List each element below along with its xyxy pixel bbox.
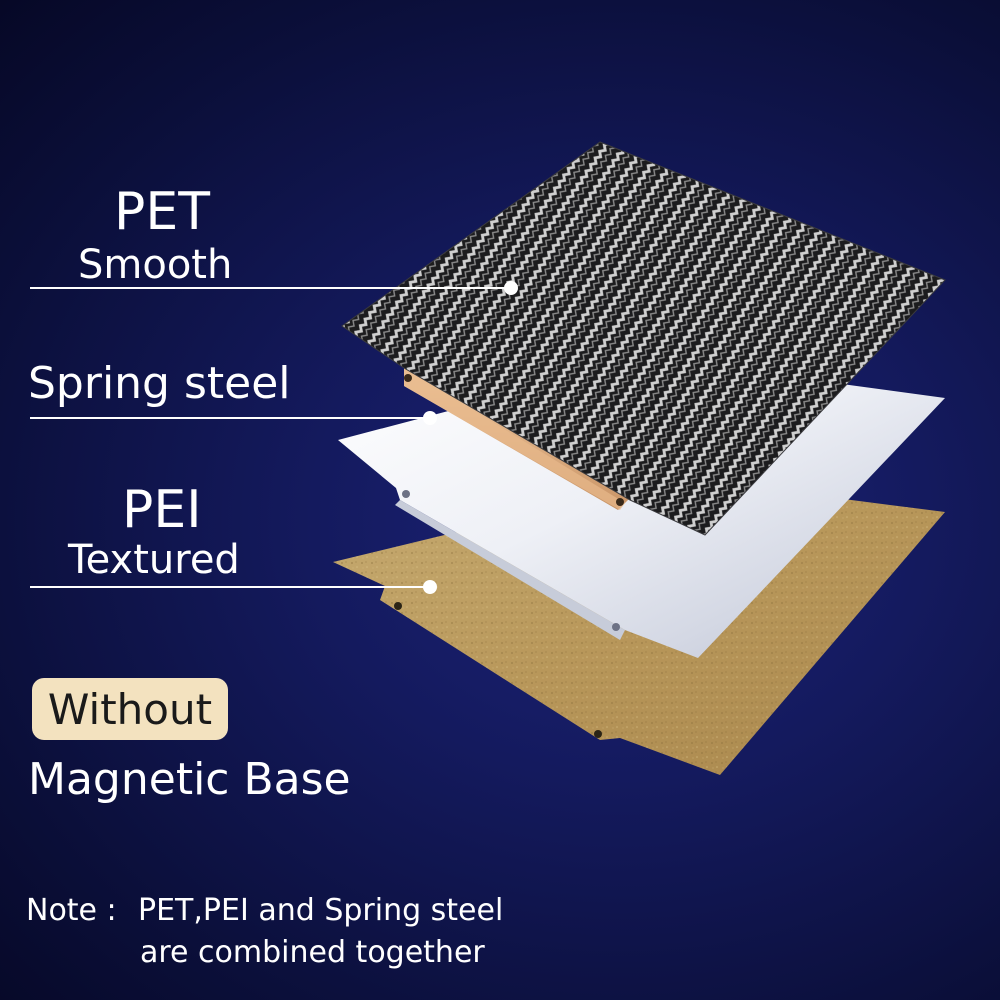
note-line-2: are combined together [140, 935, 485, 970]
spring-steel-leader-line [30, 417, 430, 419]
spring-steel-title: Spring steel [28, 358, 291, 409]
pei-leader-line [30, 586, 430, 588]
magnetic-base-label: Magnetic Base [28, 754, 351, 805]
note-prefix: Note : [26, 893, 117, 928]
note-line-1: PET,PEI and Spring steel [138, 893, 504, 928]
pet-leader-line [30, 287, 512, 289]
without-badge: Without [32, 678, 228, 740]
pet-subtitle: Smooth [78, 242, 233, 288]
pei-pointer-dot [423, 580, 437, 594]
pet-smooth-sheet [341, 141, 946, 536]
spring-steel-pointer-dot [423, 411, 437, 425]
pei-subtitle: Textured [68, 537, 240, 583]
pei-title: PEI [122, 480, 202, 540]
pet-title: PET [114, 182, 210, 242]
pet-pointer-dot [504, 281, 518, 295]
